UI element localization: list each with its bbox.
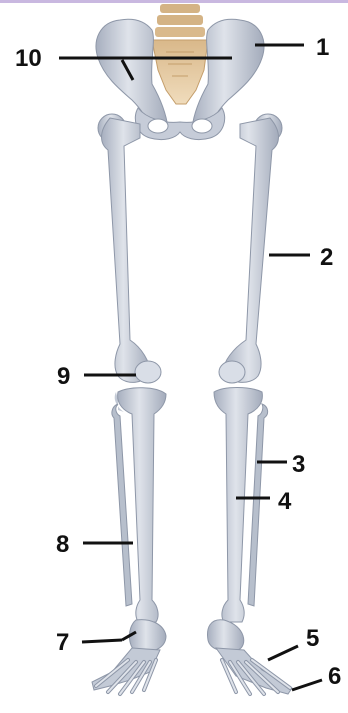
leader-5 [268,646,298,660]
foot-right [208,620,292,694]
patella-left [135,361,161,383]
label-10: 10 [15,45,42,72]
spine-sacrum [152,4,208,104]
label-4: 4 [278,488,292,515]
label-7: 7 [56,629,69,656]
femur-right [224,114,282,382]
leader-7 [82,640,122,642]
leg-left [112,388,166,622]
patella-right [219,361,245,383]
leader-6 [292,680,322,690]
label-1: 1 [316,34,329,61]
leader-lines [59,45,322,690]
leg-right [214,388,268,623]
label-5: 5 [306,625,319,652]
label-6: 6 [328,663,341,690]
foot-left [92,620,166,694]
label-9: 9 [57,363,70,390]
femur-left [98,114,150,382]
label-8: 8 [56,531,69,558]
label-3: 3 [292,451,305,478]
label-2: 2 [320,244,333,271]
